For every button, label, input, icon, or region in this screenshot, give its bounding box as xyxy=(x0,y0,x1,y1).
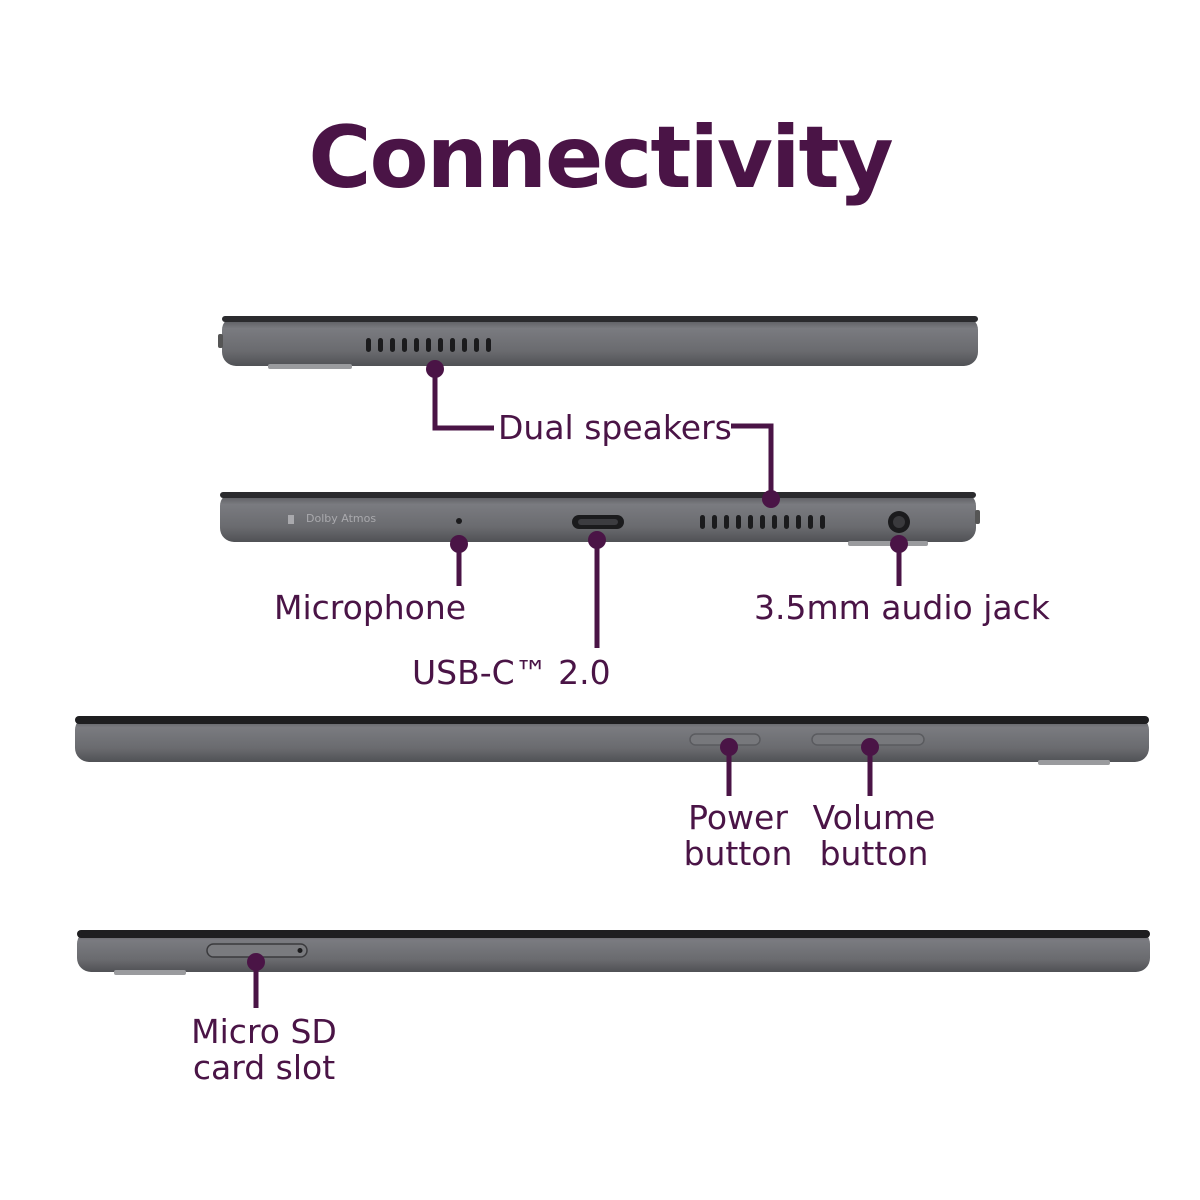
tablet-bottom-edge xyxy=(220,492,980,546)
page-title: Connectivity xyxy=(308,108,893,208)
label-usbc: USB-C™ 2.0 xyxy=(412,653,611,692)
label-volume-button: Volume button xyxy=(800,800,948,872)
callout-speaker-right xyxy=(731,423,774,499)
label-audio-jack: 3.5mm audio jack xyxy=(754,588,1050,627)
dolby-watermark: Dolby Atmos xyxy=(306,512,377,525)
label-volume-line2: button xyxy=(819,834,929,873)
speaker-grille-bottom xyxy=(700,515,825,529)
dot-volume xyxy=(861,738,879,756)
label-dual-speakers: Dual speakers xyxy=(498,408,732,447)
dot-microphone xyxy=(450,535,468,553)
callout-speaker-left xyxy=(432,369,494,431)
label-volume-line1: Volume xyxy=(812,798,936,837)
tablet-right-side xyxy=(75,716,1149,765)
dot-audio-jack xyxy=(890,535,908,553)
label-power-line2: button xyxy=(683,834,793,873)
label-power-button: Power button xyxy=(668,800,808,872)
speaker-grille-top xyxy=(366,338,491,352)
label-microsd-line1: Micro SD xyxy=(191,1012,337,1051)
dolby-logo-icon xyxy=(288,515,294,524)
microphone-hole xyxy=(456,518,462,524)
dot-power xyxy=(720,738,738,756)
label-microsd-line2: card slot xyxy=(192,1048,336,1087)
label-microphone: Microphone xyxy=(274,588,467,627)
dot-microsd xyxy=(247,953,265,971)
dot-speaker-right xyxy=(762,490,780,508)
tablet-top-edge xyxy=(218,316,978,369)
dot-usbc xyxy=(588,531,606,549)
tablet-left-side xyxy=(77,930,1150,975)
label-microsd: Micro SD card slot xyxy=(176,1014,352,1086)
label-power-line1: Power xyxy=(688,798,788,837)
dot-speaker-left xyxy=(426,360,444,378)
